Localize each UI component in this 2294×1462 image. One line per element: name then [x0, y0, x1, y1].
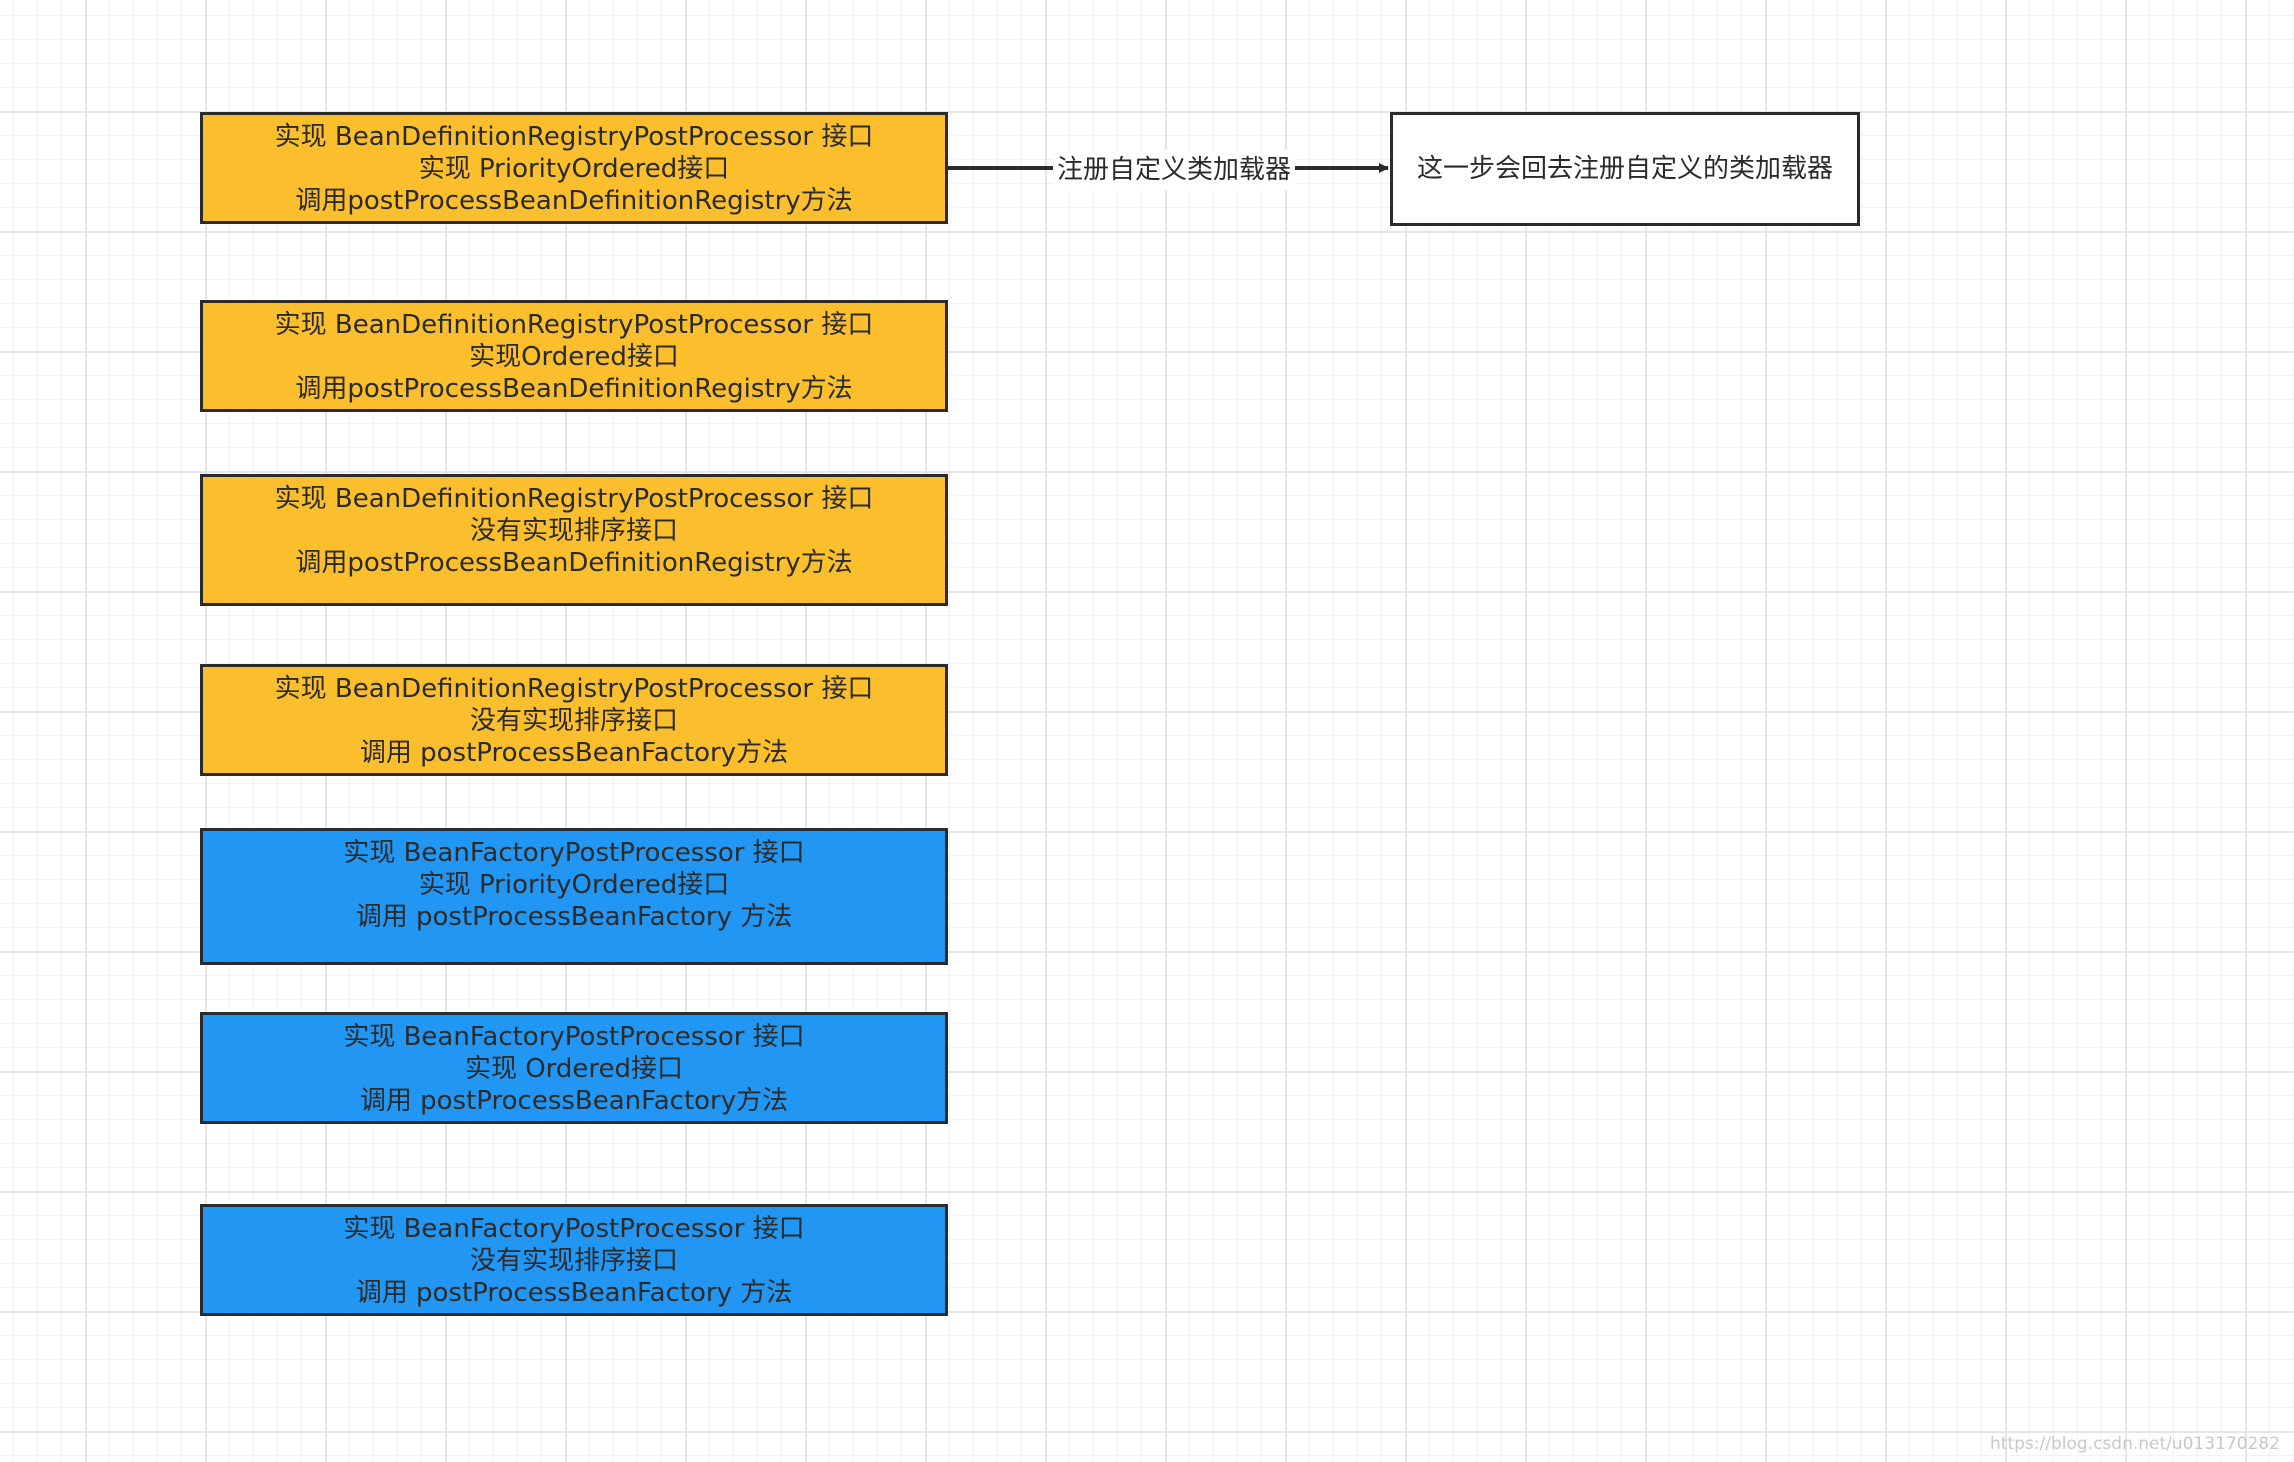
step-box-7: 实现 BeanFactoryPostProcessor 接口 没有实现排序接口 … — [200, 1204, 948, 1316]
note-text: 这一步会回去注册自定义的类加载器 — [1416, 154, 1833, 184]
step-2-line-3: 调用postProcessBeanDefinitionRegistry方法 — [295, 374, 853, 404]
step-4-line-2: 没有实现排序接口 — [469, 706, 678, 736]
step-3-line-1: 实现 BeanDefinitionRegistryPostProcessor 接… — [274, 484, 874, 514]
step-5-line-1: 实现 BeanFactoryPostProcessor 接口 — [343, 838, 805, 868]
step-box-6: 实现 BeanFactoryPostProcessor 接口 实现 Ordere… — [200, 1012, 948, 1124]
step-box-3: 实现 BeanDefinitionRegistryPostProcessor 接… — [200, 474, 948, 606]
step-6-line-3: 调用 postProcessBeanFactory方法 — [359, 1086, 789, 1116]
watermark-text: https://blog.csdn.net/u013170282 — [1990, 1434, 2280, 1454]
edge-label: 注册自定义类加载器 — [1053, 150, 1296, 190]
step-1-line-1: 实现 BeanDefinitionRegistryPostProcessor 接… — [274, 122, 874, 152]
step-6-line-2: 实现 Ordered接口 — [464, 1054, 684, 1084]
note-box: 这一步会回去注册自定义的类加载器 — [1390, 112, 1860, 226]
step-7-line-2: 没有实现排序接口 — [469, 1246, 678, 1276]
step-box-1: 实现 BeanDefinitionRegistryPostProcessor 接… — [200, 112, 948, 224]
step-box-2: 实现 BeanDefinitionRegistryPostProcessor 接… — [200, 300, 948, 412]
step-3-line-2: 没有实现排序接口 — [469, 516, 678, 546]
step-1-line-3: 调用postProcessBeanDefinitionRegistry方法 — [295, 186, 853, 216]
step-5-line-2: 实现 PriorityOrdered接口 — [418, 870, 730, 900]
step-3-line-3: 调用postProcessBeanDefinitionRegistry方法 — [295, 548, 853, 578]
step-box-5: 实现 BeanFactoryPostProcessor 接口 实现 Priori… — [200, 828, 948, 965]
step-box-4: 实现 BeanDefinitionRegistryPostProcessor 接… — [200, 664, 948, 776]
step-4-line-1: 实现 BeanDefinitionRegistryPostProcessor 接… — [274, 674, 874, 704]
step-6-line-1: 实现 BeanFactoryPostProcessor 接口 — [343, 1022, 805, 1052]
step-2-line-2: 实现Ordered接口 — [469, 342, 679, 372]
step-7-line-3: 调用 postProcessBeanFactory 方法 — [355, 1278, 793, 1308]
step-1-line-2: 实现 PriorityOrdered接口 — [418, 154, 730, 184]
step-2-line-1: 实现 BeanDefinitionRegistryPostProcessor 接… — [274, 310, 874, 340]
step-7-line-1: 实现 BeanFactoryPostProcessor 接口 — [343, 1214, 805, 1244]
step-4-line-3: 调用 postProcessBeanFactory方法 — [359, 738, 789, 768]
step-5-line-3: 调用 postProcessBeanFactory 方法 — [355, 902, 793, 932]
